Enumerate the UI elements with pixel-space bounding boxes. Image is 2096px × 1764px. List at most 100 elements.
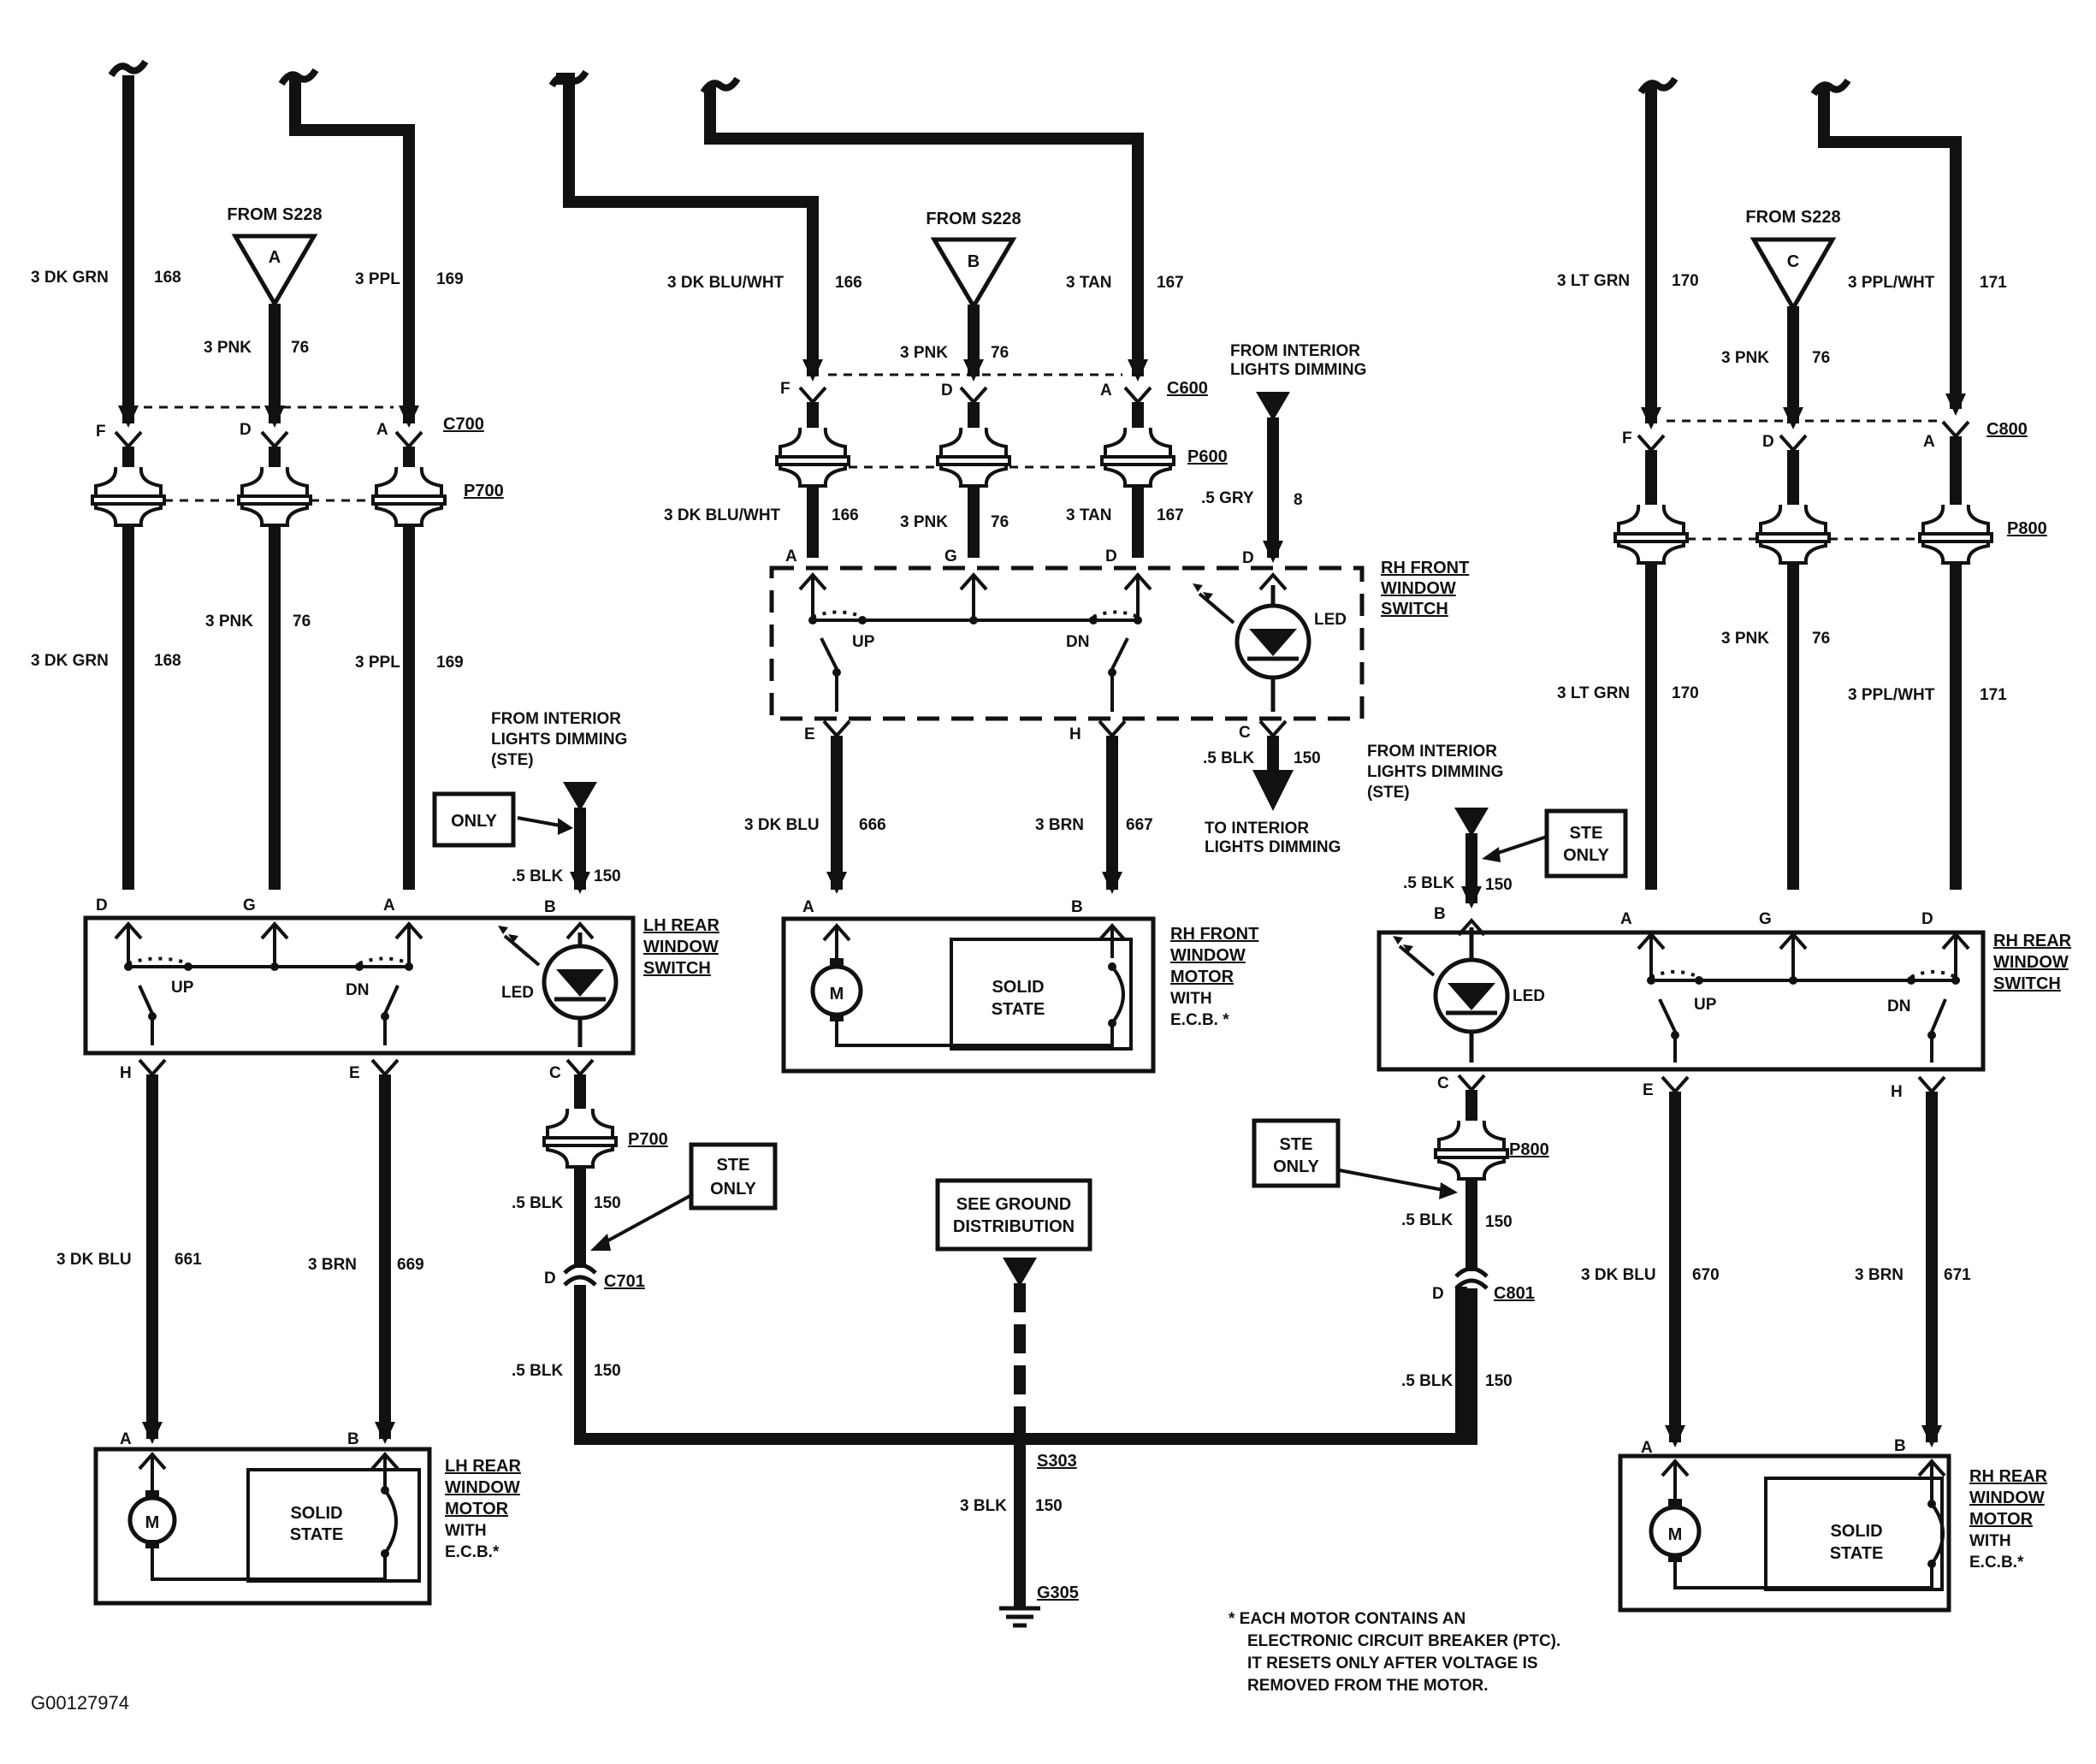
rh-rear-window-motor[interactable] [1618, 1453, 1951, 1613]
pin-label: H [1891, 1083, 1903, 1101]
wire-rr-150-low [1456, 1288, 1477, 1445]
pin-label: C [1239, 724, 1251, 742]
wire-label: 3 PPL [355, 270, 400, 288]
wire-label: 3 LT GRN [1557, 272, 1630, 290]
rr-motor-label: WINDOW [1969, 1489, 2045, 1507]
switch-blade [1658, 998, 1947, 1033]
dim-label: LIGHTS DIMMING [1230, 361, 1366, 379]
p700-lower-label: P700 [628, 1130, 668, 1149]
wire-label: 3 DK BLU [1581, 1266, 1656, 1284]
wire-label: .5 BLK [512, 867, 563, 885]
motor-internal [151, 1454, 387, 1581]
led-label: LED [1513, 987, 1545, 1005]
wire-label: 669 [397, 1256, 424, 1274]
rh-front-window-switch[interactable] [769, 565, 1365, 721]
rh-front-section: B FROM S228 3 DK BLU/WHT 166 3 PNK 76 3 … [552, 72, 1469, 1628]
wire-label: 76 [991, 513, 1009, 531]
lh-motor-icon [127, 1495, 177, 1545]
ground-text: SEE GROUND [956, 1195, 1071, 1214]
rf-motor-label: E.C.B. * [1170, 1011, 1229, 1029]
pin-label: A [802, 898, 814, 916]
wire-label: 3 TAN [1066, 506, 1111, 524]
pin-label: B [1894, 1437, 1906, 1455]
c600-label: C600 [1167, 379, 1208, 398]
dim-label: TO INTERIOR [1205, 820, 1309, 838]
dn-label: DN [1887, 997, 1910, 1015]
dim-label: FROM INTERIOR [1230, 342, 1360, 360]
switch-internal [1649, 934, 1957, 982]
pin-label: F [780, 380, 790, 398]
pin-label: E [1643, 1081, 1654, 1099]
up-label: UP [171, 979, 194, 997]
wire-label: 3 LT GRN [1557, 684, 1630, 702]
leader [517, 816, 565, 828]
rf-dim-arrow-icon [1256, 392, 1290, 421]
wire-label: 169 [436, 270, 464, 288]
ste-text: ONLY [1273, 1157, 1319, 1176]
pin-label: A [120, 1430, 132, 1448]
wire-label: .5 GRY [1201, 489, 1254, 507]
wire-label: 3 PNK [1721, 349, 1769, 367]
switch-internal [151, 1016, 387, 1045]
wire-lh-169-top [289, 77, 415, 423]
wire-label: .5 BLK [512, 1194, 563, 1212]
wire-label: 168 [154, 269, 181, 287]
pin-label: D [1762, 433, 1774, 451]
pin-label: D [96, 897, 108, 915]
wire-label: 3 BRN [308, 1256, 357, 1274]
rf-motor-label: RH FRONT [1170, 925, 1258, 944]
wire-label: 150 [594, 1362, 621, 1380]
source-a-label: FROM S228 [227, 205, 322, 224]
lh-motor-label: E.C.B.* [445, 1543, 500, 1561]
dim-label: LIGHTS DIMMING [491, 731, 627, 749]
wire-rr-171-top [1818, 86, 1962, 409]
pin-label: G [944, 548, 957, 565]
dn-label: DN [346, 981, 369, 999]
rf-motor-icon [810, 964, 863, 1017]
rh-front-window-motor[interactable] [781, 916, 1156, 1074]
wire-label: .5 BLK [512, 1362, 563, 1380]
ste-text: ONLY [710, 1180, 756, 1199]
p800-label: P800 [2007, 519, 2047, 538]
c800-label: C800 [1986, 420, 2028, 439]
wire-label: 76 [291, 339, 309, 357]
pin-label: D [240, 421, 252, 439]
pin-label: A [383, 897, 395, 915]
wire-label: 150 [1485, 876, 1513, 894]
rr-motor-icon [1649, 1505, 1702, 1558]
wire-label: .5 BLK [1401, 1372, 1453, 1390]
source-c-label: FROM S228 [1745, 208, 1840, 227]
dn-label: DN [1066, 633, 1089, 651]
led-rays [1398, 944, 1436, 977]
lh-rear-window-motor[interactable] [93, 1447, 432, 1606]
source-a-triangle [231, 234, 318, 308]
ste-only-box [1252, 1118, 1341, 1188]
wire-label: 8 [1294, 491, 1303, 509]
pin-label: G [1759, 910, 1772, 928]
wire-label: 76 [991, 344, 1009, 362]
wire-label: 3 PNK [900, 344, 948, 362]
source-a-letter: A [269, 248, 281, 267]
lh-motor-label: WINDOW [445, 1478, 520, 1497]
dim-label: (STE) [491, 751, 534, 769]
wire-label: .5 BLK [1401, 1211, 1453, 1229]
motor-m: M [830, 985, 844, 1003]
lh-rear-section: A FROM S228 3 DK GRN 168 3 PNK 76 3 PPL … [31, 62, 1467, 1606]
ste-only-box [1544, 808, 1628, 879]
rh-rear-section: C FROM S228 3 LT GRN 170 3 PNK 76 3 PPL/… [1252, 79, 2072, 1613]
source-c-triangle [1750, 237, 1837, 313]
pin-label: A [1620, 910, 1632, 928]
c701-label: C701 [604, 1272, 645, 1291]
switch-dotted [127, 956, 410, 965]
lh-switch-label: SWITCH [643, 959, 711, 978]
wire-label: 3 DK BLU/WHT [664, 506, 781, 524]
rr-motor-label: MOTOR [1969, 1510, 2034, 1529]
rh-rear-window-switch[interactable] [1377, 930, 1986, 1072]
pin-label: F [96, 423, 106, 441]
wire-label: 3 PNK [205, 613, 253, 630]
motor-m: M [1668, 1525, 1683, 1544]
led-rays [503, 934, 541, 967]
wire-label: 168 [154, 652, 181, 670]
pin-label: D [1432, 1285, 1444, 1303]
lh-rear-window-switch[interactable] [83, 915, 636, 1056]
